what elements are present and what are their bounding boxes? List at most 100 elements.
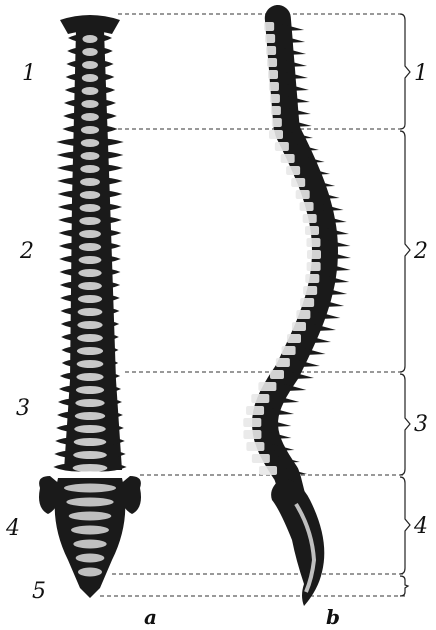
vertebra-body-anterior <box>77 321 102 329</box>
vertebra-body-anterior <box>78 308 103 316</box>
spinous-process-lateral <box>283 36 305 43</box>
vertebra-body-lateral <box>306 238 320 247</box>
vertebra-body-anterior <box>81 100 98 108</box>
vertebra-body-anterior <box>82 61 98 69</box>
vertebra-body-anterior <box>74 438 107 446</box>
vertebra-body-anterior <box>82 74 98 82</box>
vertebra-body-lateral <box>251 394 269 403</box>
vertebra-body-lateral <box>270 370 284 379</box>
vertebra-body-anterior <box>81 113 99 121</box>
vertebra-body-lateral <box>246 442 264 451</box>
vertebra-body-anterior <box>81 152 100 160</box>
spine-anterior-view <box>39 15 141 598</box>
vertebra-body-lateral <box>270 94 280 103</box>
vertebra-body-anterior <box>77 347 103 355</box>
spinous-process-lateral <box>286 72 308 79</box>
vertebra-body-lateral <box>307 250 321 259</box>
spinous-process-lateral <box>304 348 326 355</box>
sacral-segment <box>66 498 113 507</box>
sacral-segment <box>69 512 112 521</box>
vertebra-body-anterior <box>79 256 102 264</box>
bracket-cervical <box>400 14 410 129</box>
vertebra-body-lateral <box>282 346 296 355</box>
spinous-process-lateral <box>327 228 349 235</box>
vertebra-body-lateral <box>275 142 289 151</box>
spinous-process-lateral <box>325 216 347 223</box>
spinous-process-lateral <box>328 240 350 247</box>
spinous-process-lateral <box>329 264 351 271</box>
spinous-process-lateral <box>322 300 344 307</box>
vertebra-body-anterior <box>80 191 100 199</box>
region-brackets <box>400 14 410 596</box>
vertebra-body-lateral <box>296 190 310 199</box>
vertebra-body-lateral <box>276 358 290 367</box>
vertebra-body-anterior <box>77 360 104 368</box>
vertebra-body-anterior <box>82 87 99 95</box>
spinous-process-lateral <box>287 84 309 91</box>
vertebra-body-lateral <box>269 82 279 91</box>
vertebra-body-lateral <box>305 274 319 283</box>
spinous-process-lateral <box>272 408 294 415</box>
vertebra-body-lateral <box>258 382 276 391</box>
right-label-lumbar: 3 <box>414 412 428 437</box>
vertebra-body-lateral <box>264 22 274 31</box>
vertebra-body-lateral <box>286 166 300 175</box>
vertebra-body-anterior <box>75 399 104 407</box>
bracket-sacral <box>400 477 410 574</box>
sacrum-lateral <box>271 478 324 606</box>
vertebra-body-lateral <box>281 154 295 163</box>
vertebra-body-anterior <box>73 464 108 472</box>
spinous-process-lateral <box>285 60 307 67</box>
spinous-process-lateral <box>322 204 344 211</box>
spinous-process-lateral <box>309 336 331 343</box>
vertebra-body-lateral <box>300 202 314 211</box>
vertebra-body-lateral <box>303 214 317 223</box>
left-label-sacral: 4 <box>5 516 20 541</box>
sacral-segment <box>76 554 105 563</box>
spinous-process-lateral <box>298 360 320 367</box>
bracket-coccyx <box>400 576 408 596</box>
spinous-process-lateral <box>292 372 314 379</box>
vertebra-body-lateral <box>303 286 317 295</box>
sacral-segment <box>78 568 102 577</box>
vertebra-body-lateral <box>246 406 264 415</box>
vertebra-body-anterior <box>76 386 104 394</box>
vertebra-body-lateral <box>266 46 276 55</box>
vertebra-body-lateral <box>267 58 277 67</box>
vertebra-body-lateral <box>287 334 301 343</box>
bracket-lumbar <box>400 374 410 475</box>
spinous-process-lateral <box>269 420 291 427</box>
vertebra-body-anterior <box>75 412 105 420</box>
right-label-sacral: 4 <box>413 514 428 539</box>
right-label-cervical: 1 <box>414 61 428 86</box>
view-label-anterior: a <box>144 605 157 629</box>
vertebra-body-lateral <box>296 310 310 319</box>
vertebra-body-lateral <box>300 298 314 307</box>
spine-lateral-view <box>243 18 351 606</box>
spinous-process-lateral <box>288 96 310 103</box>
right-label-thoracic: 2 <box>413 239 428 264</box>
left-label-cervical: 1 <box>22 61 36 86</box>
spinous-process-lateral <box>282 24 304 31</box>
spinous-process-lateral <box>284 384 306 391</box>
vertebra-body-lateral <box>268 70 278 79</box>
spinous-process-lateral <box>318 192 340 199</box>
vertebra-body-lateral <box>291 178 305 187</box>
vertebra-body-lateral <box>272 118 282 127</box>
sacral-segment <box>73 540 106 549</box>
left-label-coccygeal: 5 <box>32 579 46 604</box>
left-label-thoracic: 2 <box>19 239 34 264</box>
vertebra-body-lateral <box>271 106 281 115</box>
vertebra-body-lateral <box>305 226 319 235</box>
vertebra-body-anterior <box>77 334 103 342</box>
vertebra-body-lateral <box>265 34 275 43</box>
vertebra-body-anterior <box>80 165 99 173</box>
vertebra-body-anterior <box>80 178 100 186</box>
vertebra-body-anterior <box>78 269 101 277</box>
vertebra-body-lateral <box>292 322 306 331</box>
vertebra-body-anterior <box>78 282 102 290</box>
spinous-process-lateral <box>277 396 299 403</box>
vertebra-body-anterior <box>79 230 101 238</box>
spinous-process-lateral <box>329 252 351 259</box>
